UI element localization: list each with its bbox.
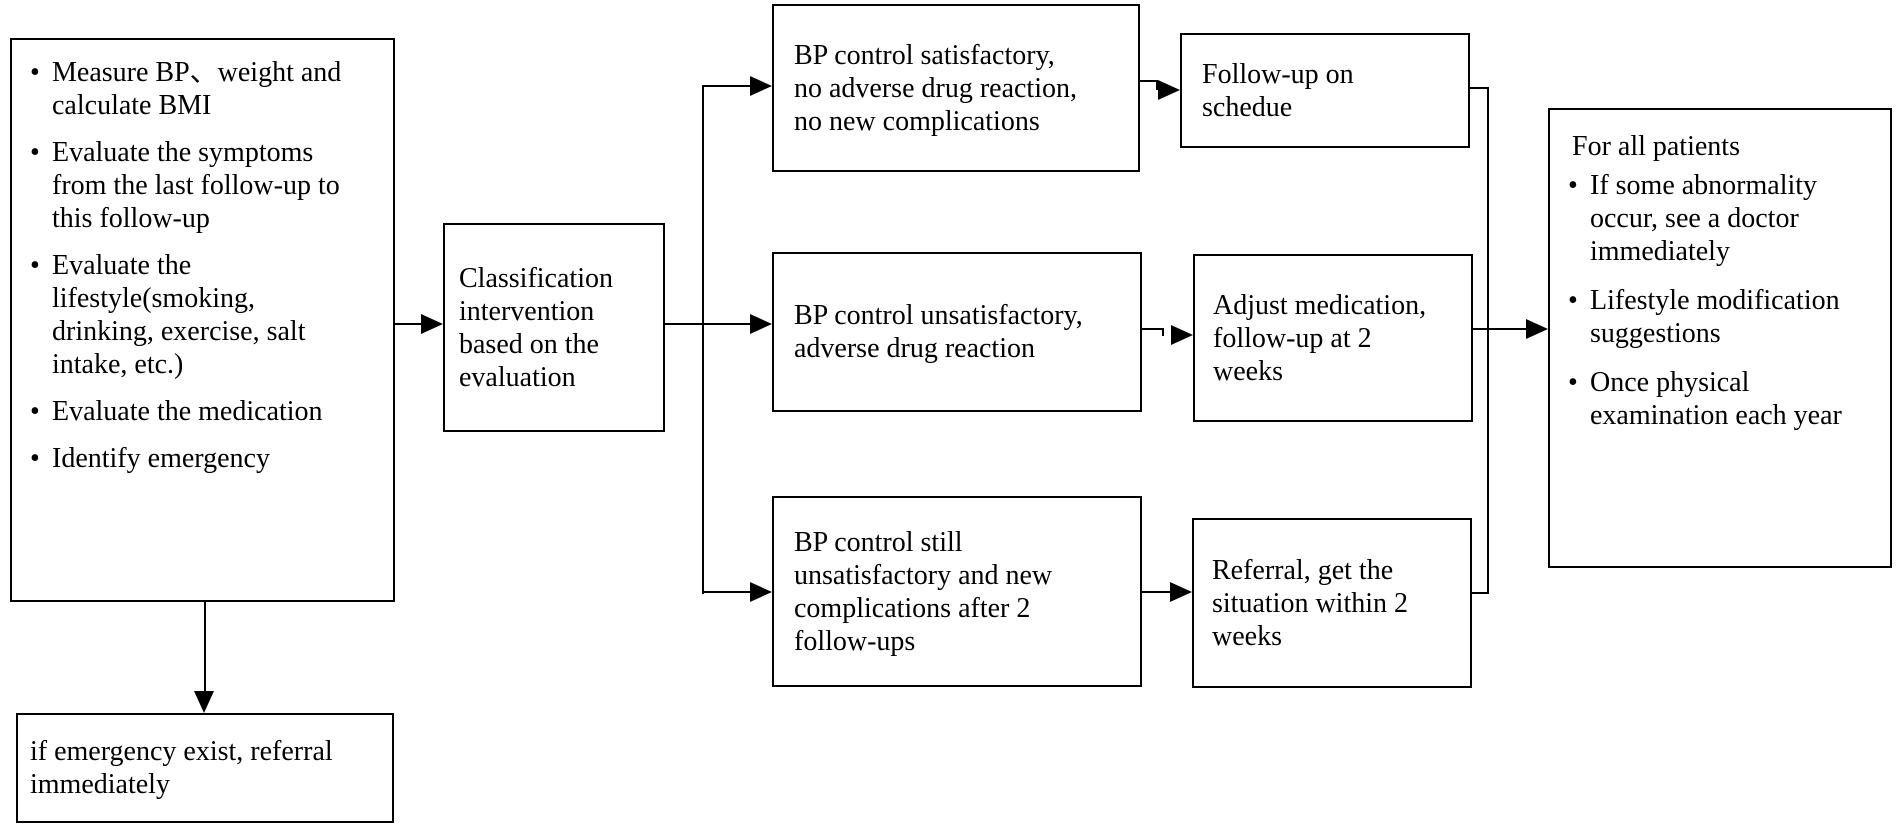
bullet-icon: • bbox=[1568, 285, 1578, 316]
bp-satisfactory-box: BP control satisfactory, no adverse drug… bbox=[772, 4, 1140, 172]
list-item-text: Once physical examination each year bbox=[1590, 367, 1842, 431]
all-patients-box: For all patients • If some abnormality o… bbox=[1548, 108, 1892, 568]
connector-followup-merge bbox=[1470, 87, 1489, 89]
bullet-icon: • bbox=[30, 57, 40, 88]
list-item-text: Evaluate the lifestyle(smoking, drinking… bbox=[52, 250, 306, 380]
bp-still-unsatisfactory-box: BP control still unsatisfactory and new … bbox=[772, 496, 1142, 687]
list-item-text: Evaluate the medication bbox=[52, 396, 323, 427]
adjust-medication-box: Adjust medication, follow-up at 2 weeks bbox=[1193, 254, 1473, 422]
emergency-referral-text: if emergency exist, referral immediately bbox=[30, 736, 333, 800]
connector-still-referral bbox=[1142, 591, 1172, 593]
classification-text: Classification intervention based on the… bbox=[459, 262, 613, 393]
list-item: • If some abnormality occur, see a docto… bbox=[1568, 169, 1886, 268]
classification-box: Classification intervention based on the… bbox=[443, 223, 665, 432]
connector-referral-merge bbox=[1472, 592, 1489, 594]
bp-still-unsatisfactory-text: BP control still unsatisfactory and new … bbox=[794, 526, 1053, 657]
bp-unsatisfactory-box: BP control unsatisfactory, adverse drug … bbox=[772, 252, 1142, 412]
arrowhead-down-icon bbox=[194, 691, 214, 713]
bullet-icon: • bbox=[1568, 170, 1578, 201]
all-patients-list: • If some abnormality occur, see a docto… bbox=[1568, 169, 1886, 432]
connector-satisfactory-followup bbox=[1140, 80, 1158, 82]
arrowhead-right-icon bbox=[421, 314, 443, 334]
connector-unsatisfactory-adjust bbox=[1142, 328, 1164, 330]
list-item-text: Evaluate the symptoms from the last foll… bbox=[52, 137, 340, 234]
list-item: • Measure BP、weight and calculate BMI bbox=[30, 56, 387, 122]
connector-branch-unsatisfactory bbox=[704, 323, 752, 325]
bullet-icon: • bbox=[30, 396, 40, 427]
referral-box: Referral, get the situation within 2 wee… bbox=[1192, 518, 1472, 688]
arrowhead-right-icon bbox=[1170, 582, 1192, 602]
list-item: • Identify emergency bbox=[30, 442, 387, 475]
adjust-medication-text: Adjust medication, follow-up at 2 weeks bbox=[1213, 289, 1427, 387]
list-item: • Evaluate the symptoms from the last fo… bbox=[30, 136, 387, 235]
arrowhead-right-icon bbox=[750, 76, 772, 96]
all-patients-heading: For all patients bbox=[1572, 131, 1740, 162]
list-item-text: Identify emergency bbox=[52, 443, 270, 474]
branch-vertical-line bbox=[702, 86, 704, 594]
list-item-text: Lifestyle modification suggestions bbox=[1590, 285, 1840, 349]
evaluation-list: • Measure BP、weight and calculate BMI • … bbox=[30, 56, 387, 475]
connector-jog bbox=[1156, 80, 1158, 90]
bullet-icon: • bbox=[30, 137, 40, 168]
referral-text: Referral, get the situation within 2 wee… bbox=[1212, 554, 1408, 652]
bullet-icon: • bbox=[30, 443, 40, 474]
arrowhead-right-icon bbox=[1171, 325, 1193, 345]
connector-merge-allpatients bbox=[1473, 328, 1528, 330]
evaluation-box: • Measure BP、weight and calculate BMI • … bbox=[10, 38, 395, 602]
connector-jog bbox=[1162, 328, 1164, 336]
bullet-icon: • bbox=[30, 250, 40, 281]
connector-eval-emergency bbox=[204, 602, 206, 695]
followup-schedule-text: Follow-up on schedue bbox=[1202, 58, 1354, 123]
connector-eval-classification bbox=[395, 323, 423, 325]
arrowhead-right-icon bbox=[1158, 80, 1180, 100]
emergency-referral-box: if emergency exist, referral immediately bbox=[16, 713, 394, 823]
arrowhead-right-icon bbox=[1526, 319, 1548, 339]
merge-vertical-line bbox=[1487, 88, 1489, 594]
arrowhead-right-icon bbox=[750, 582, 772, 602]
bullet-icon: • bbox=[1568, 367, 1578, 398]
bp-satisfactory-text: BP control satisfactory, no adverse drug… bbox=[794, 39, 1077, 137]
bp-unsatisfactory-text: BP control unsatisfactory, adverse drug … bbox=[794, 300, 1083, 364]
list-item-text: If some abnormality occur, see a doctor … bbox=[1590, 170, 1818, 267]
arrowhead-right-icon bbox=[750, 314, 772, 334]
connector-classification-branch bbox=[665, 323, 704, 325]
list-item: • Lifestyle modification suggestions bbox=[1568, 284, 1886, 350]
connector-branch-satisfactory bbox=[702, 85, 752, 87]
connector-branch-still bbox=[702, 591, 752, 593]
followup-schedule-box: Follow-up on schedue bbox=[1180, 33, 1470, 148]
list-item: • Once physical examination each year bbox=[1568, 366, 1886, 432]
list-item: • Evaluate the lifestyle(smoking, drinki… bbox=[30, 249, 387, 381]
list-item: • Evaluate the medication bbox=[30, 395, 387, 428]
list-item-text: Measure BP、weight and calculate BMI bbox=[52, 57, 342, 121]
